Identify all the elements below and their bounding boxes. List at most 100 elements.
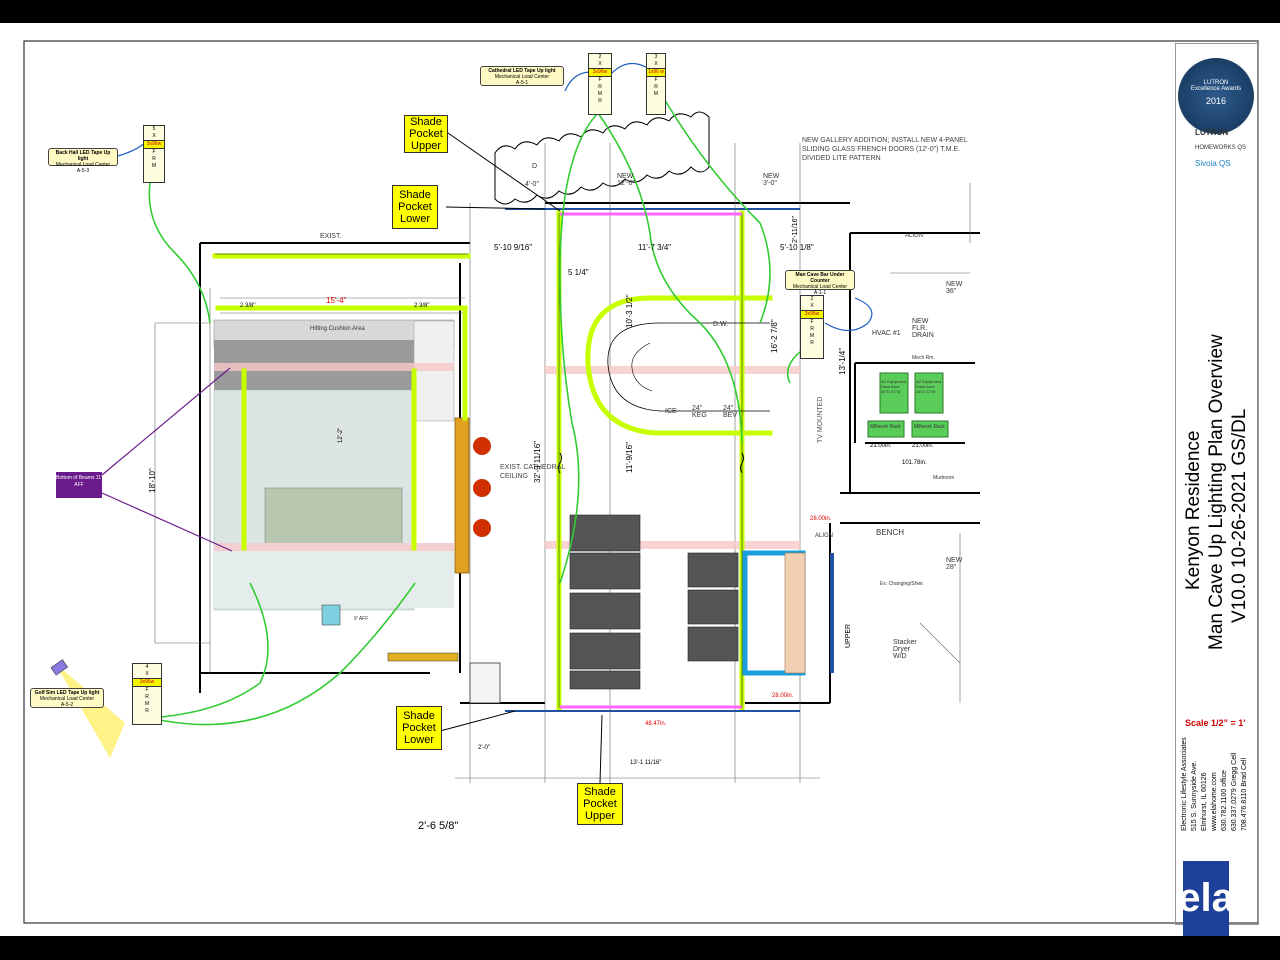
dim-22: 101.78in. [902, 460, 927, 466]
panel-letter: R [810, 340, 814, 346]
tag-back-hall: Back Hall LED Tape Up light Mechanical L… [48, 148, 118, 174]
dim-15: 13'-1 11/16" [630, 760, 662, 766]
dim-16: 2'-0" [478, 745, 490, 751]
callout-shade-upper-top: Shade Pocket Upper [404, 115, 448, 153]
hitting-label: Hitting Cushion Area [310, 326, 365, 332]
bev-label: 24" BEV [723, 405, 738, 419]
tag-sub: Mechanical Load Center [55, 162, 111, 168]
millwork2-label: Millwork Rack [914, 424, 945, 430]
badge-brand: LUTRON [1203, 80, 1229, 86]
tag-title: Man Cave Bar Under Counter [795, 272, 845, 284]
dim-1: 5'-10 9/16" [494, 243, 533, 252]
panel-letter: M [653, 91, 659, 97]
dim-12: 2 3/8" [414, 303, 430, 309]
align-label-2: ALIGN [815, 533, 834, 539]
panel-x: X [810, 303, 814, 309]
tag-golf-sim: Golf Sim LED Tape Up light Mechanical Lo… [30, 688, 104, 708]
tag-sub: Mechanical Load Center [494, 74, 550, 80]
ice-label: ICE [665, 408, 677, 415]
millwork1-label: Millwork Rack [870, 424, 901, 430]
beams-tag: Bottom of Beams 11' AFF [56, 472, 102, 498]
dim-21: 21.00in. [912, 443, 934, 449]
dim-5: 10'-3 1/2" [625, 294, 634, 328]
panel-number: 4 [145, 664, 149, 670]
company-phone-2: 630.337.0279 Gregg Cell [1231, 752, 1238, 831]
dim-6: 16'-2 7/8" [770, 319, 779, 353]
company-web: www.elahome.com [1211, 772, 1218, 831]
callout-shade-lower-top: Shade Pocket Lower [392, 185, 438, 229]
brand-homeworks: HOMEWORKS QS [1195, 145, 1247, 151]
panel-letter: R [145, 694, 149, 700]
tag-code: A-5-3 [76, 168, 90, 174]
dim-11: 2 3/8" [240, 303, 256, 309]
company-address: 515 S. Sunnyside Ave. [1191, 760, 1198, 831]
aff9-label: 9' AFF [354, 616, 369, 622]
new28-label: NEW 28" [946, 557, 963, 571]
dim-20: 21.00in. [870, 443, 892, 449]
dim-24: 2'-11/16" [792, 215, 799, 243]
stacker-label: Stacker Dryer W/D [893, 639, 917, 660]
panel-x: X [654, 61, 658, 67]
panel-letter: M [597, 91, 603, 97]
panel-letter: F [810, 319, 814, 325]
tag-cathedral: Cathedral LED Tape Up light Mechanical L… [480, 66, 564, 86]
dim-7: 13'-1/4" [838, 347, 847, 375]
bench-label: BENCH [876, 528, 905, 537]
door-d: D [532, 163, 538, 170]
tag-man-cave-bar: Man Cave Bar Under Counter Mechanical Lo… [785, 270, 855, 296]
company-phone-3: 708.476.8110 Brad Cell [1241, 757, 1248, 831]
drawing-title: Man Cave Up Lighting Plan Overview [1206, 334, 1227, 650]
floor-plan [23, 40, 1259, 924]
panel-load: 3x96w [144, 140, 164, 149]
panel-letter: R [152, 156, 156, 162]
panel-letter: F [654, 77, 658, 83]
dim-8: 32'-9 11/16" [533, 440, 542, 483]
badge-year: 2016 [1205, 96, 1227, 106]
dim-23: 12'-2" [338, 427, 344, 443]
align-label-1: ALIGN [905, 233, 924, 239]
panel-letter: R [145, 708, 149, 714]
rack1-label: AV Equipment Rack Area 36"D 21"W [881, 379, 907, 394]
panel-number: 2 [598, 54, 602, 60]
tag-title: Cathedral LED Tape Up light [488, 68, 556, 74]
dim-4: 5 1/4" [568, 268, 589, 277]
hvac-label: HVAC #1 [872, 330, 901, 337]
panel-x: X [152, 133, 156, 139]
dw-label: D.W. [713, 321, 729, 328]
panel-number: 3 [654, 54, 658, 60]
panel-x: X [598, 61, 602, 67]
upper-label: UPPER [845, 623, 852, 648]
tag-sub: Mechanical Load Center [792, 284, 848, 290]
badge-text: Excellence Awards [1190, 86, 1242, 92]
version-title: V10.0 10-26-2021 GS/DL [1229, 408, 1250, 623]
tag-code: A-5-1 [515, 80, 529, 86]
panel-letter: F [152, 149, 156, 155]
panel-back-hall: 5 X 3x96w F R M [143, 125, 165, 183]
tag-title: Golf Sim LED Tape Up light [34, 690, 100, 696]
panel-golf-sim: 4 X 3x96w F R M R [132, 663, 162, 725]
panel-number: 5 [152, 126, 156, 132]
rack2-label: AV Equipment Rack Area 36"D 21"W [916, 379, 942, 394]
panel-letter: M [809, 333, 815, 339]
panel-letter: F [598, 77, 602, 83]
callout-shade-upper-bottom: Shade Pocket Upper [577, 783, 623, 825]
panel-load: 3x96w [589, 68, 611, 77]
callout-shade-lower-bottom: Shade Pocket Lower [396, 706, 442, 750]
panel-letter: R [654, 84, 658, 90]
company-name: Electronic Lifestyle Associates [1181, 737, 1188, 831]
changing-label: Ex. Changing/Shwr. [880, 581, 924, 587]
dim-18: 28.00in. [772, 693, 794, 699]
door-4: 4'-0" [525, 181, 539, 188]
company-phone-1: 630.782.1100 office [1221, 770, 1228, 831]
tag-code: A-1-1 [813, 290, 827, 296]
panel-letter: M [144, 701, 150, 707]
panel-cathedral: 2 X 3x96w F R M R [588, 53, 612, 115]
scale-label: Scale 1/2” = 1' [1185, 718, 1246, 728]
lutron-award-badge: LUTRON Excellence Awards 2016 [1178, 58, 1254, 134]
mudroom-label: Mudroom [933, 475, 955, 481]
tag-code: A-5-2 [60, 702, 74, 708]
tag-sub: Mechanical Load Center [39, 696, 95, 702]
panel-letter: R [598, 98, 602, 104]
dim-19: 48.47in. [645, 721, 667, 727]
panel-load: 1x96 w [647, 68, 665, 77]
